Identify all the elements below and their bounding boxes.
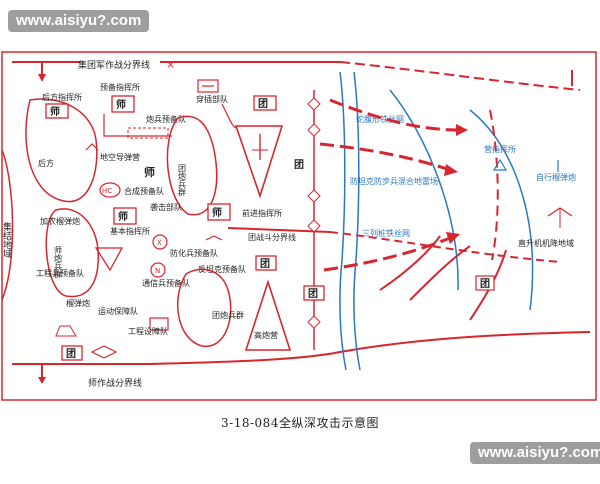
forward-cp-label: 前进指挥所 bbox=[242, 208, 282, 218]
forward-shi: 师 bbox=[212, 206, 222, 219]
tuan-right-high: 团 bbox=[294, 159, 304, 171]
army-boundary: 集团军作战分界线 × bbox=[12, 58, 581, 91]
artillery-shi: 师 bbox=[144, 165, 155, 179]
antitank-reserve-label: 反坦克预备队 bbox=[198, 264, 246, 274]
signal-reserve-label: 通信兵预备队 bbox=[142, 278, 190, 288]
tuan-bottom: 团 bbox=[66, 348, 76, 360]
army-boundary-label: 集团军作战分界线 bbox=[78, 59, 150, 71]
combined-reserve-label: 合成预备队 bbox=[124, 186, 164, 196]
division-boundary: 师作战分界线 bbox=[12, 331, 591, 389]
raid-force-label: 袭击部队 bbox=[150, 202, 182, 212]
helicopter-area-label: 直升机机降地域 bbox=[518, 238, 574, 248]
artillery-group-label: 团炮兵群 bbox=[178, 164, 187, 197]
tuan-right-low: 团 bbox=[308, 288, 318, 300]
engineer-reserve-label: 工程兵预备队 bbox=[36, 268, 84, 278]
antitank-mixed-label: 防坦克防步兵混合地雷场 bbox=[350, 176, 438, 186]
transport-support-label: 运动保障队 bbox=[98, 306, 138, 316]
watermark-bottom: www.aisiyu?.com bbox=[470, 442, 600, 464]
wire-obstacles: 蛇腹形铁丝网 防坦克防步兵混合地雷场 三列桩铁丝网 bbox=[339, 71, 534, 371]
grenade-label: 加农榴弹炮 bbox=[40, 216, 80, 226]
division-artillery-label: 师炮兵群 bbox=[54, 245, 63, 279]
hc-mark: HC bbox=[102, 187, 112, 195]
aa-battalion-label: 高炮营 bbox=[254, 330, 278, 340]
concentration-area-label: 集结地域 bbox=[1, 221, 12, 258]
insertion-unit-label: 穿插部队 bbox=[196, 94, 228, 104]
auto-mortar-label: 自行榴弹炮 bbox=[536, 172, 576, 182]
air-missile-label: 地空导弹营 bbox=[100, 152, 140, 162]
x-mark: X bbox=[157, 239, 162, 247]
battle-boundary-label: 团战斗分界线 bbox=[248, 232, 296, 242]
basic-shi: 师 bbox=[118, 210, 128, 223]
rear-cp-label: 后方指挥所 bbox=[42, 92, 82, 102]
tuan-far-right: 团 bbox=[480, 278, 490, 290]
battalion-cp-label: 营指挥所 bbox=[484, 144, 516, 154]
artillery-reserve-label: 炮兵预备队 bbox=[146, 114, 186, 124]
basic-cp-label: 基本指挥所 bbox=[110, 226, 150, 236]
regiment-column: 团 团 bbox=[294, 90, 325, 350]
diagram-frame bbox=[1, 51, 597, 401]
tuan-top: 团 bbox=[258, 98, 268, 110]
chem-reserve-label: 防化兵预备队 bbox=[170, 248, 218, 258]
n-mark: N bbox=[155, 267, 160, 275]
triple-wire-label: 三列桩铁丝网 bbox=[362, 228, 410, 238]
figure-caption: 3-18-084全纵深攻击示意图 bbox=[221, 416, 379, 430]
reserve-cp-label: 预备指挥所 bbox=[100, 82, 140, 92]
reserve-shi: 师 bbox=[116, 98, 126, 111]
regiment-artillery-label: 团炮兵群 bbox=[212, 310, 244, 320]
division-boundary-label: 师作战分界线 bbox=[88, 377, 142, 389]
rear-label: 后方 bbox=[38, 158, 54, 168]
tuan-mid: 团 bbox=[260, 258, 270, 270]
watermark-top: www.aisiyu?.com bbox=[8, 10, 150, 32]
rear-shi: 师 bbox=[50, 105, 60, 118]
engineer-obstacle-label: 工程设障队 bbox=[128, 326, 168, 336]
svg-text:×: × bbox=[166, 58, 175, 71]
howitzer-label: 榴弹炮 bbox=[66, 298, 90, 308]
